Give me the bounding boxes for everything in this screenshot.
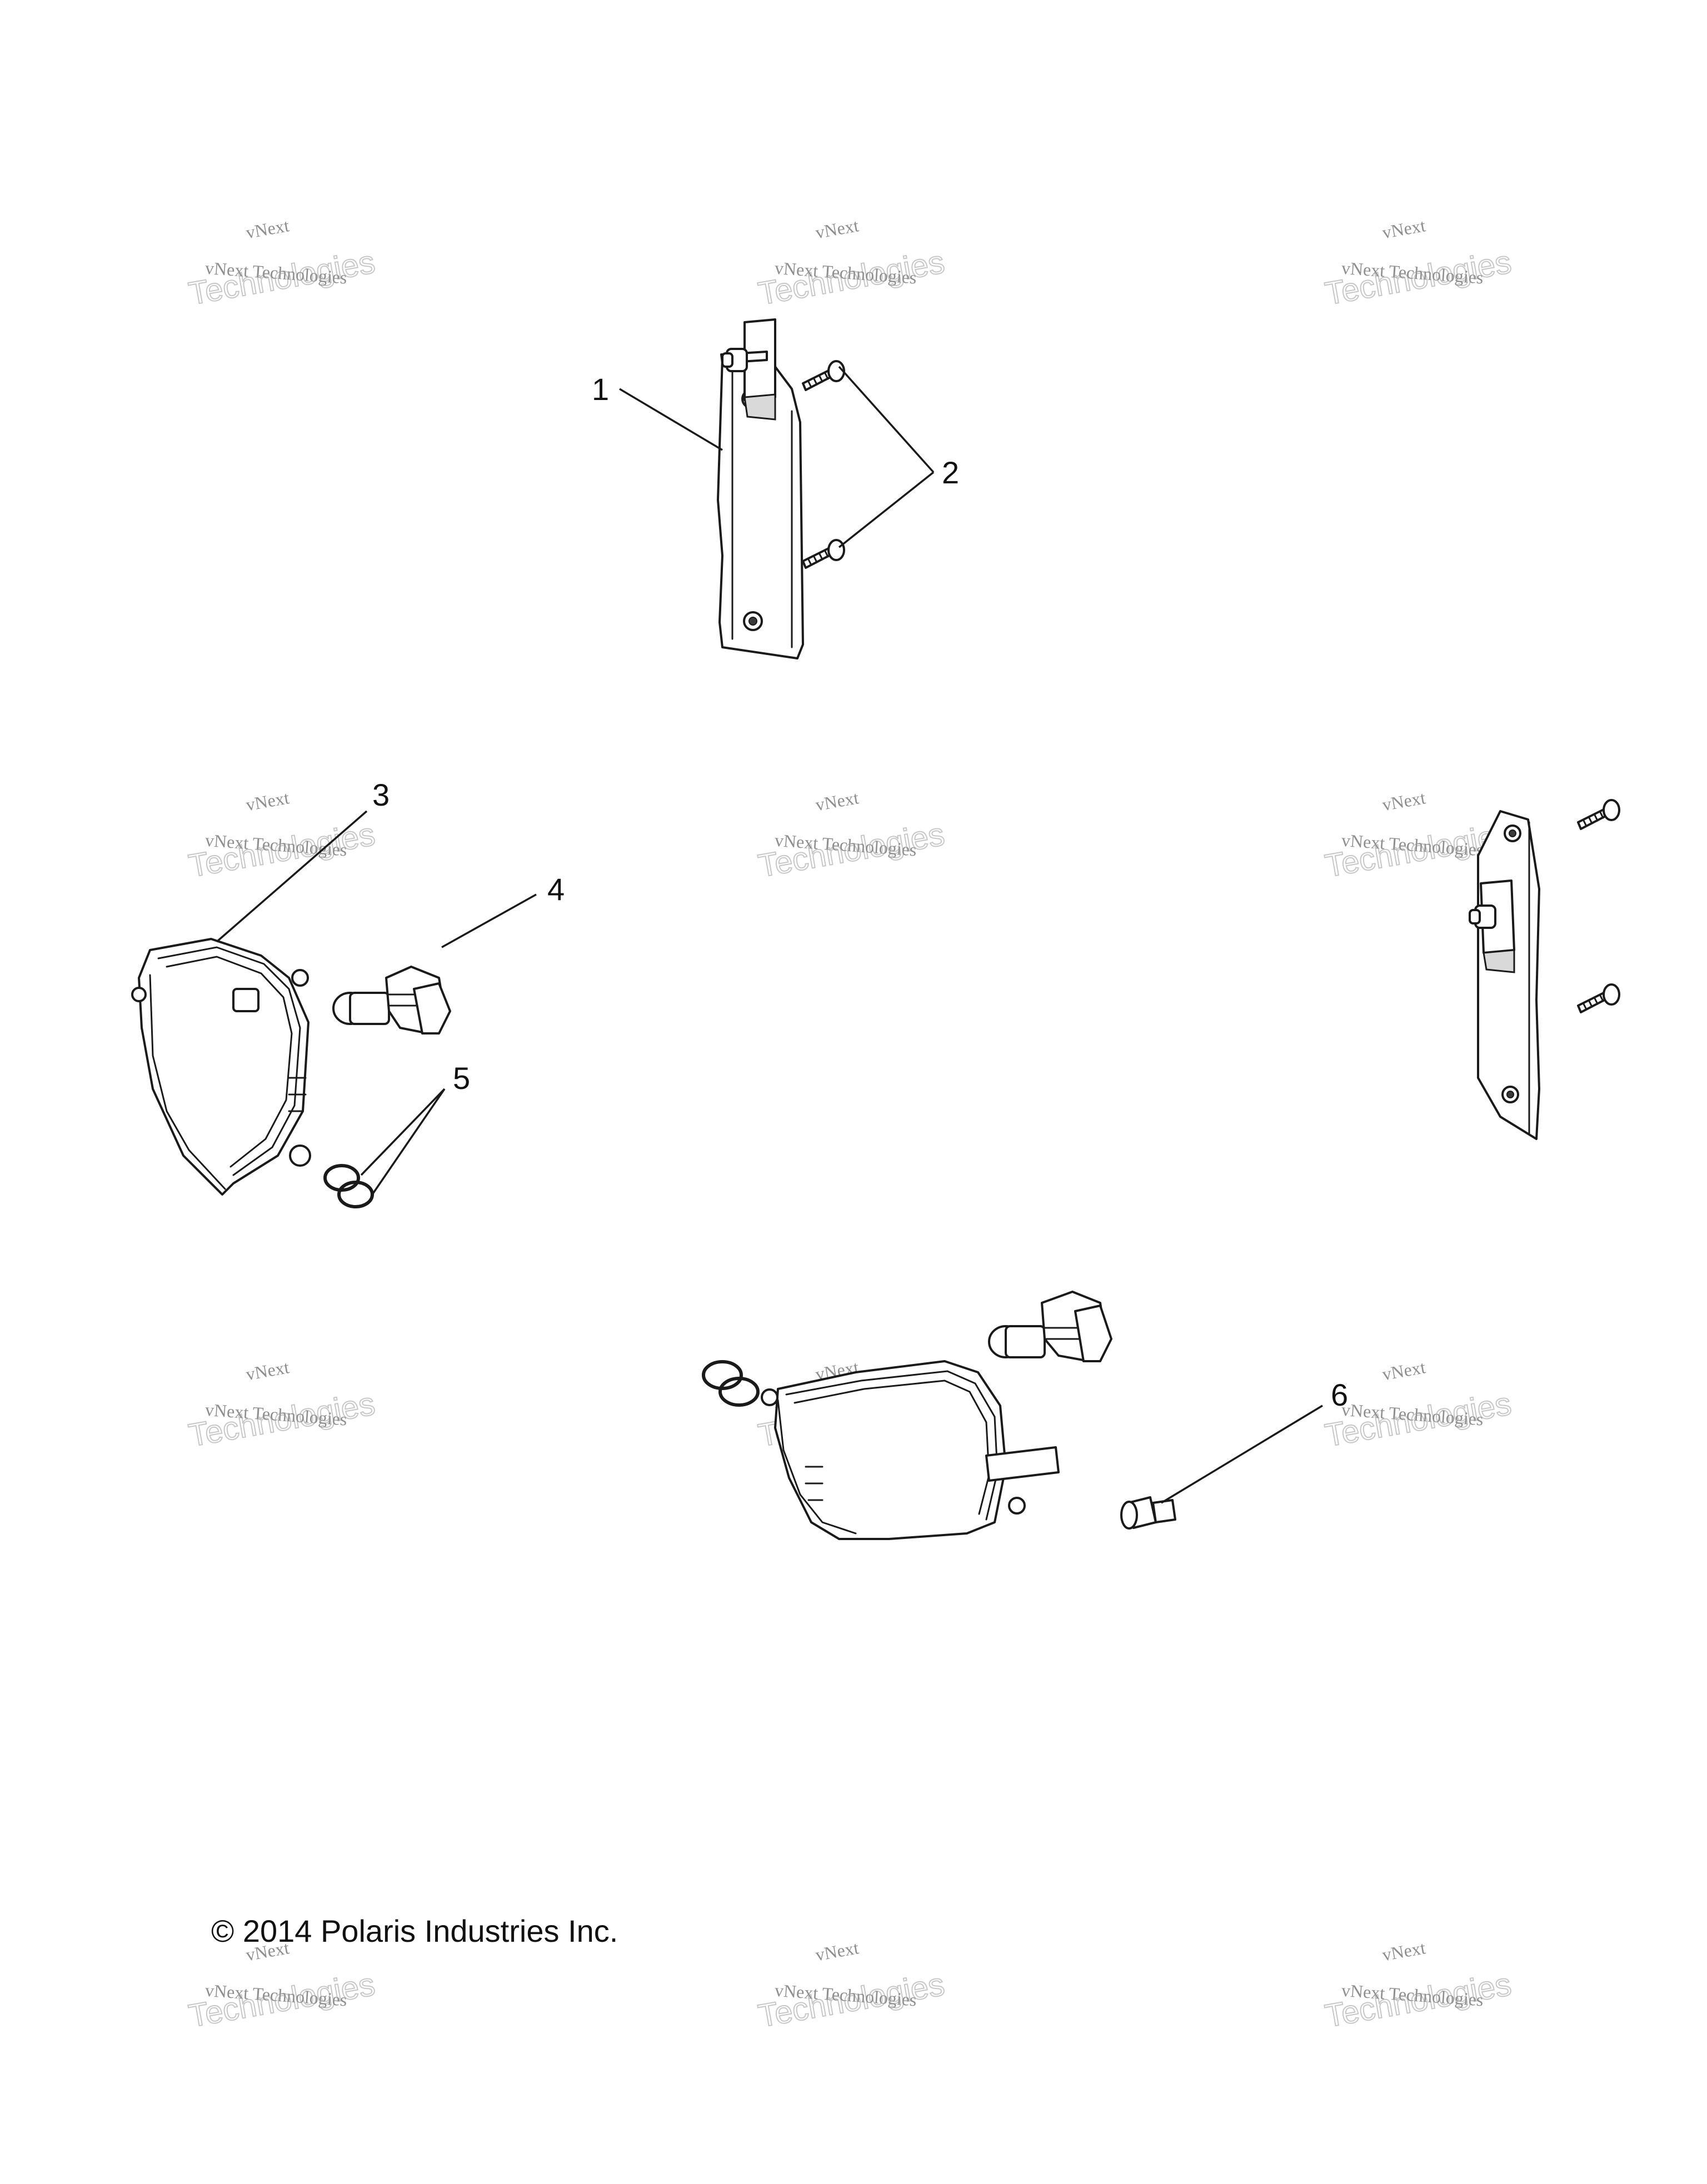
watermark: vNext vNext Technologies Technologies	[1322, 1937, 1515, 2035]
svg-text:vNext: vNext	[814, 215, 860, 242]
watermark: vNext vNext Technologies Technologies	[186, 1357, 378, 1454]
screw-right-bottom	[1577, 983, 1620, 1013]
bolt	[1120, 1496, 1176, 1530]
bulb-bottom	[988, 1291, 1112, 1362]
callout-2: 2	[942, 455, 959, 490]
headlight-bottom	[761, 1360, 1060, 1540]
callout-3: 3	[372, 777, 390, 812]
svg-text:Technologies: Technologies	[756, 816, 947, 884]
screw-bottom	[802, 539, 845, 569]
svg-text:Technologies: Technologies	[1322, 1966, 1514, 2035]
svg-text:vNext: vNext	[1381, 215, 1427, 242]
watermark: vNext vNext Technologies Technologies	[186, 787, 378, 884]
svg-text:Technologies: Technologies	[756, 1966, 947, 2035]
svg-text:vNext: vNext	[244, 1357, 291, 1384]
side-marker-light	[717, 318, 804, 659]
svg-text:vNext: vNext	[244, 787, 291, 814]
watermark: vNext vNext Technologies Technologies	[1322, 215, 1515, 312]
watermark: vNext vNext Technologies Technologies	[186, 215, 378, 312]
svg-text:vNext: vNext	[244, 215, 291, 242]
svg-text:Technologies: Technologies	[186, 1966, 378, 2035]
callout-6: 6	[1331, 1377, 1348, 1412]
svg-text:vNext: vNext	[1381, 787, 1427, 814]
svg-text:vNext: vNext	[1381, 1937, 1427, 1965]
callout-5: 5	[453, 1061, 470, 1096]
svg-text:vNext: vNext	[814, 787, 860, 814]
watermark-row-1: vNext vNext Technologies Technologies vN…	[186, 215, 1515, 312]
svg-text:Technologies: Technologies	[1322, 1386, 1514, 1454]
headlight-left	[131, 938, 311, 1196]
svg-text:Technologies: Technologies	[756, 244, 947, 312]
callout-4: 4	[547, 872, 565, 907]
callout-1: 1	[592, 372, 609, 407]
o-rings-bottom	[702, 1360, 760, 1407]
svg-text:vNext: vNext	[1381, 1357, 1427, 1384]
svg-text:Technologies: Technologies	[1322, 244, 1514, 312]
watermark: vNext vNext Technologies Technologies	[755, 787, 948, 884]
watermark-row-2: vNext vNext Technologies Technologies vN…	[186, 787, 1515, 884]
watermark: vNext vNext Technologies Technologies	[755, 215, 948, 312]
callout-labels: 1 2 3 4 5 6	[372, 372, 1348, 1412]
svg-text:Technologies: Technologies	[186, 1386, 378, 1454]
svg-text:Technologies: Technologies	[186, 244, 378, 312]
svg-text:vNext: vNext	[814, 1937, 860, 1965]
watermark: vNext vNext Technologies Technologies	[755, 1937, 948, 2035]
side-marker-light-right	[1469, 810, 1540, 1140]
screw-right-top	[1577, 799, 1620, 830]
bulb-left	[332, 966, 451, 1034]
screw-top	[802, 360, 845, 391]
copyright-notice: © 2014 Polaris Industries Inc.	[211, 1913, 618, 1948]
leaders	[216, 366, 1323, 1504]
